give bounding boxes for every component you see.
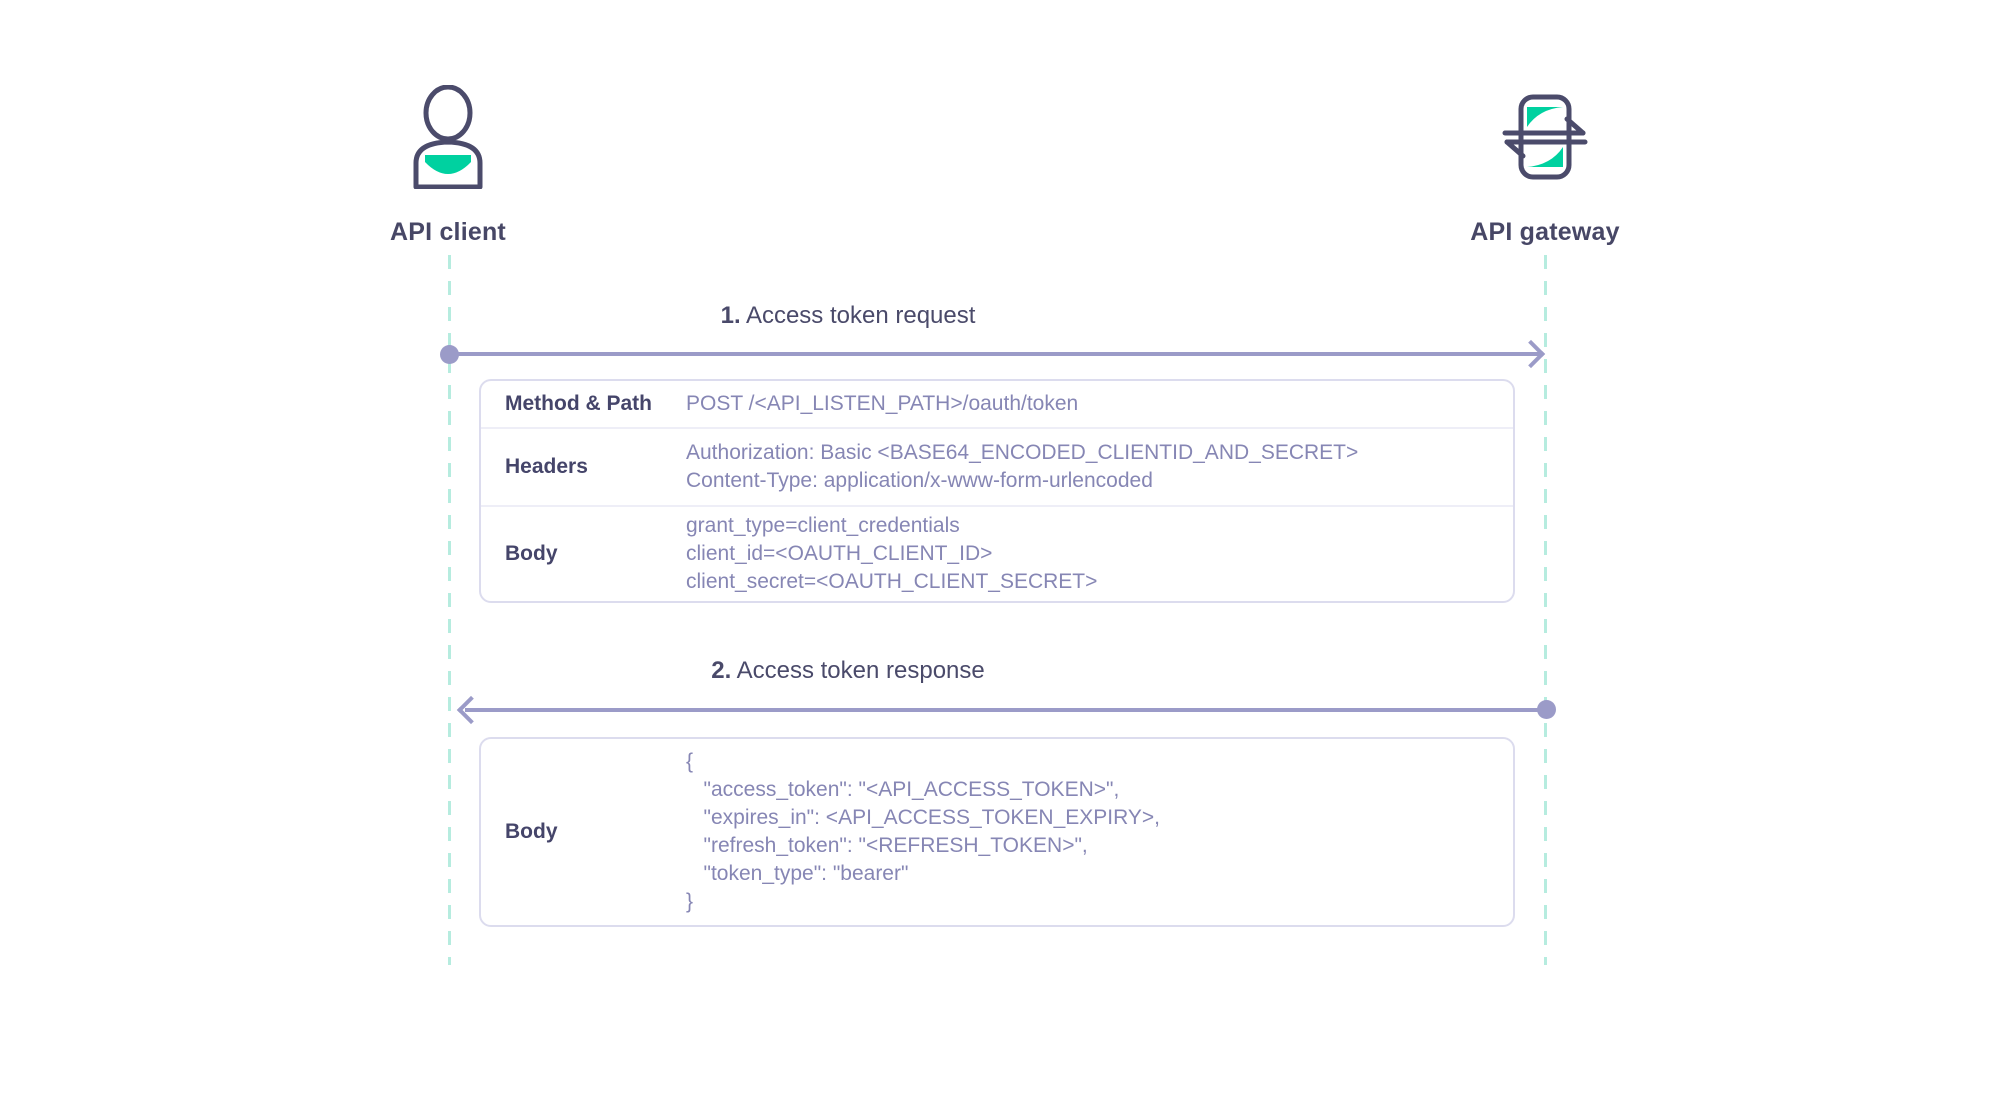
user-icon-svg <box>413 85 483 189</box>
actor-label-api-gateway: API gateway <box>1470 218 1620 246</box>
row-key-body: Body <box>505 820 558 843</box>
row-value-body-json: { "access_token": "<API_ACCESS_TOKEN>", … <box>686 748 1513 916</box>
gateway-exchange-icon-svg <box>1502 94 1588 180</box>
message-1-number: 1. <box>720 302 741 329</box>
table-row: Method & Path POST /<API_LISTEN_PATH>/oa… <box>481 381 1513 429</box>
row-value-line: client_secret=<OAUTH_CLIENT_SECRET> <box>686 570 1098 593</box>
row-value-line: grant_type=client_credentials <box>686 514 960 537</box>
table-row: Body grant_type=client_credentials clien… <box>481 507 1513 601</box>
gateway-exchange-icon <box>1415 82 1675 192</box>
lifeline-api-client <box>448 255 451 965</box>
row-value-line: "token_type": "bearer" <box>686 862 909 885</box>
message-1-arrow-line <box>455 352 1543 356</box>
row-value-line: POST /<API_LISTEN_PATH>/oauth/token <box>686 392 1079 415</box>
table-row: Headers Authorization: Basic <BASE64_ENC… <box>481 429 1513 507</box>
row-value-body: grant_type=client_credentials client_id=… <box>686 512 1513 596</box>
message-2-arrowhead-left-icon <box>456 695 486 725</box>
message-1-title: Access token request <box>745 302 976 329</box>
row-key-method-path: Method & Path <box>505 392 652 415</box>
row-value-method-path: POST /<API_LISTEN_PATH>/oauth/token <box>686 390 1513 418</box>
row-value-line: "access_token": "<API_ACCESS_TOKEN>", <box>686 778 1120 801</box>
row-key-body: Body <box>505 542 558 565</box>
message-1-origin-dot <box>440 345 459 364</box>
message-2-arrow-line <box>465 708 1550 712</box>
row-key-headers: Headers <box>505 455 588 478</box>
row-value-line: } <box>686 890 694 913</box>
row-value-headers: Authorization: Basic <BASE64_ENCODED_CLI… <box>686 439 1513 495</box>
row-value-line: Content-Type: application/x-www-form-url… <box>686 469 1153 492</box>
message-1-label: 1. Access token request <box>298 302 1398 330</box>
actor-api-gateway: API gateway <box>1415 82 1675 247</box>
row-value-line: Authorization: Basic <BASE64_ENCODED_CLI… <box>686 441 1359 464</box>
row-value-line: { <box>686 750 694 773</box>
actor-api-client: API client <box>318 82 578 247</box>
user-icon <box>318 82 578 192</box>
message-2-detail-box: Body { "access_token": "<API_ACCESS_TOKE… <box>479 737 1515 927</box>
row-value-line: "expires_in": <API_ACCESS_TOKEN_EXPIRY>, <box>686 806 1161 829</box>
message-1-arrowhead-right-icon <box>1516 339 1546 369</box>
lifeline-api-gateway <box>1544 255 1547 965</box>
message-2-number: 2. <box>711 657 732 684</box>
message-1-detail-box: Method & Path POST /<API_LISTEN_PATH>/oa… <box>479 379 1515 603</box>
table-row: Body { "access_token": "<API_ACCESS_TOKE… <box>481 739 1513 925</box>
actor-label-api-client: API client <box>390 218 506 246</box>
row-value-line: "refresh_token": "<REFRESH_TOKEN>", <box>686 834 1088 857</box>
message-2-label: 2. Access token response <box>298 657 1398 685</box>
row-value-line: client_id=<OAUTH_CLIENT_ID> <box>686 542 993 565</box>
message-2-title: Access token response <box>736 657 985 684</box>
